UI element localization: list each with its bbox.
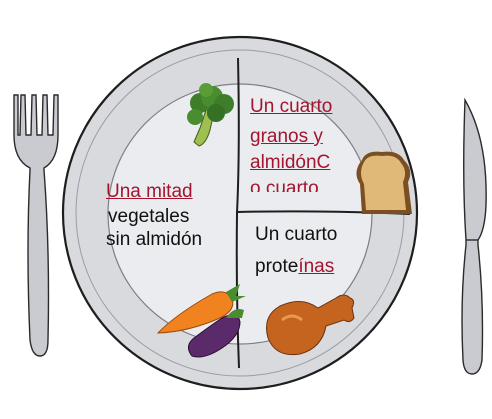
- protein-label-link[interactable]: ínas: [298, 256, 335, 277]
- grains-label-almidon[interactable]: almidón: [250, 152, 317, 173]
- protein-label-line1: Un cuarto: [255, 224, 338, 245]
- knife-icon: [461, 97, 487, 375]
- broccoli-icon: [187, 83, 234, 147]
- eggplant-icon: [188, 309, 244, 358]
- grains-label-line4-clipped[interactable]: o cuarto: [250, 178, 319, 192]
- grains-label-line3[interactable]: almidónC: [250, 152, 330, 174]
- bread-icon: [356, 151, 412, 214]
- protein-label-line2[interactable]: proteínas: [255, 256, 334, 278]
- carrot-icon: [156, 284, 246, 334]
- grains-label-line2[interactable]: granos y: [250, 126, 323, 147]
- half-label-line2: sin almidón: [106, 229, 203, 250]
- half-heading-link[interactable]: Una mitad: [106, 181, 193, 202]
- half-label-line1: vegetales: [108, 206, 190, 227]
- protein-label-prefix: prote: [255, 256, 299, 277]
- plate: [61, 35, 419, 391]
- grains-label-line1[interactable]: Un cuarto: [250, 96, 333, 117]
- chicken-leg-icon: [266, 294, 355, 356]
- fork-icon: [13, 94, 59, 357]
- grains-label-truncated-c[interactable]: C: [316, 152, 331, 173]
